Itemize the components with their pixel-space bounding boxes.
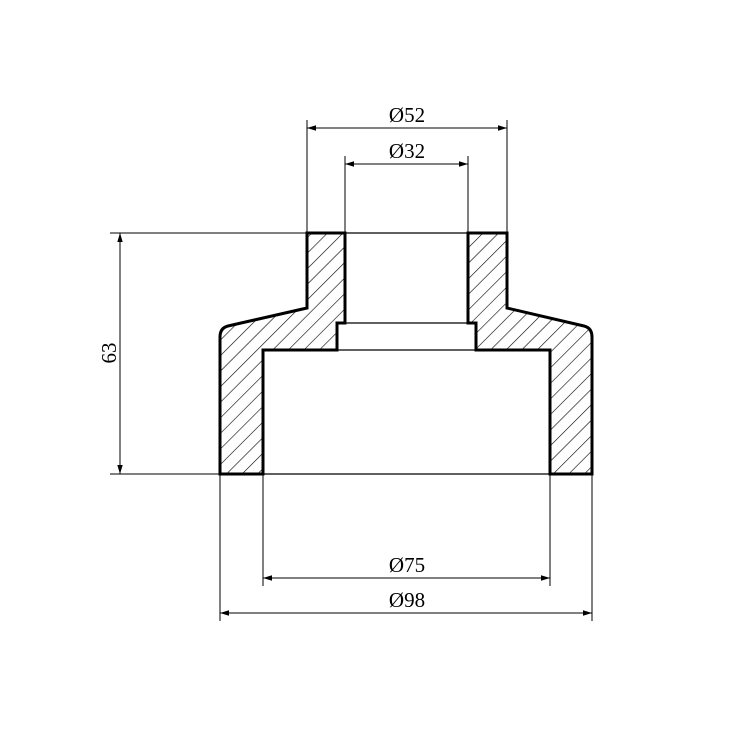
dimension-lines bbox=[117, 125, 592, 616]
right-wall-section bbox=[466, 231, 594, 476]
left-wall-section bbox=[218, 231, 347, 476]
dim-label-75: Ø75 bbox=[389, 553, 425, 577]
dim-label-32: Ø32 bbox=[389, 139, 425, 163]
dim-label-52: Ø52 bbox=[389, 103, 425, 127]
bore-outline bbox=[263, 232, 550, 475]
extension-lines bbox=[110, 120, 593, 621]
dim-label-98: Ø98 bbox=[389, 588, 425, 612]
dim-label-63: 63 bbox=[97, 343, 121, 364]
